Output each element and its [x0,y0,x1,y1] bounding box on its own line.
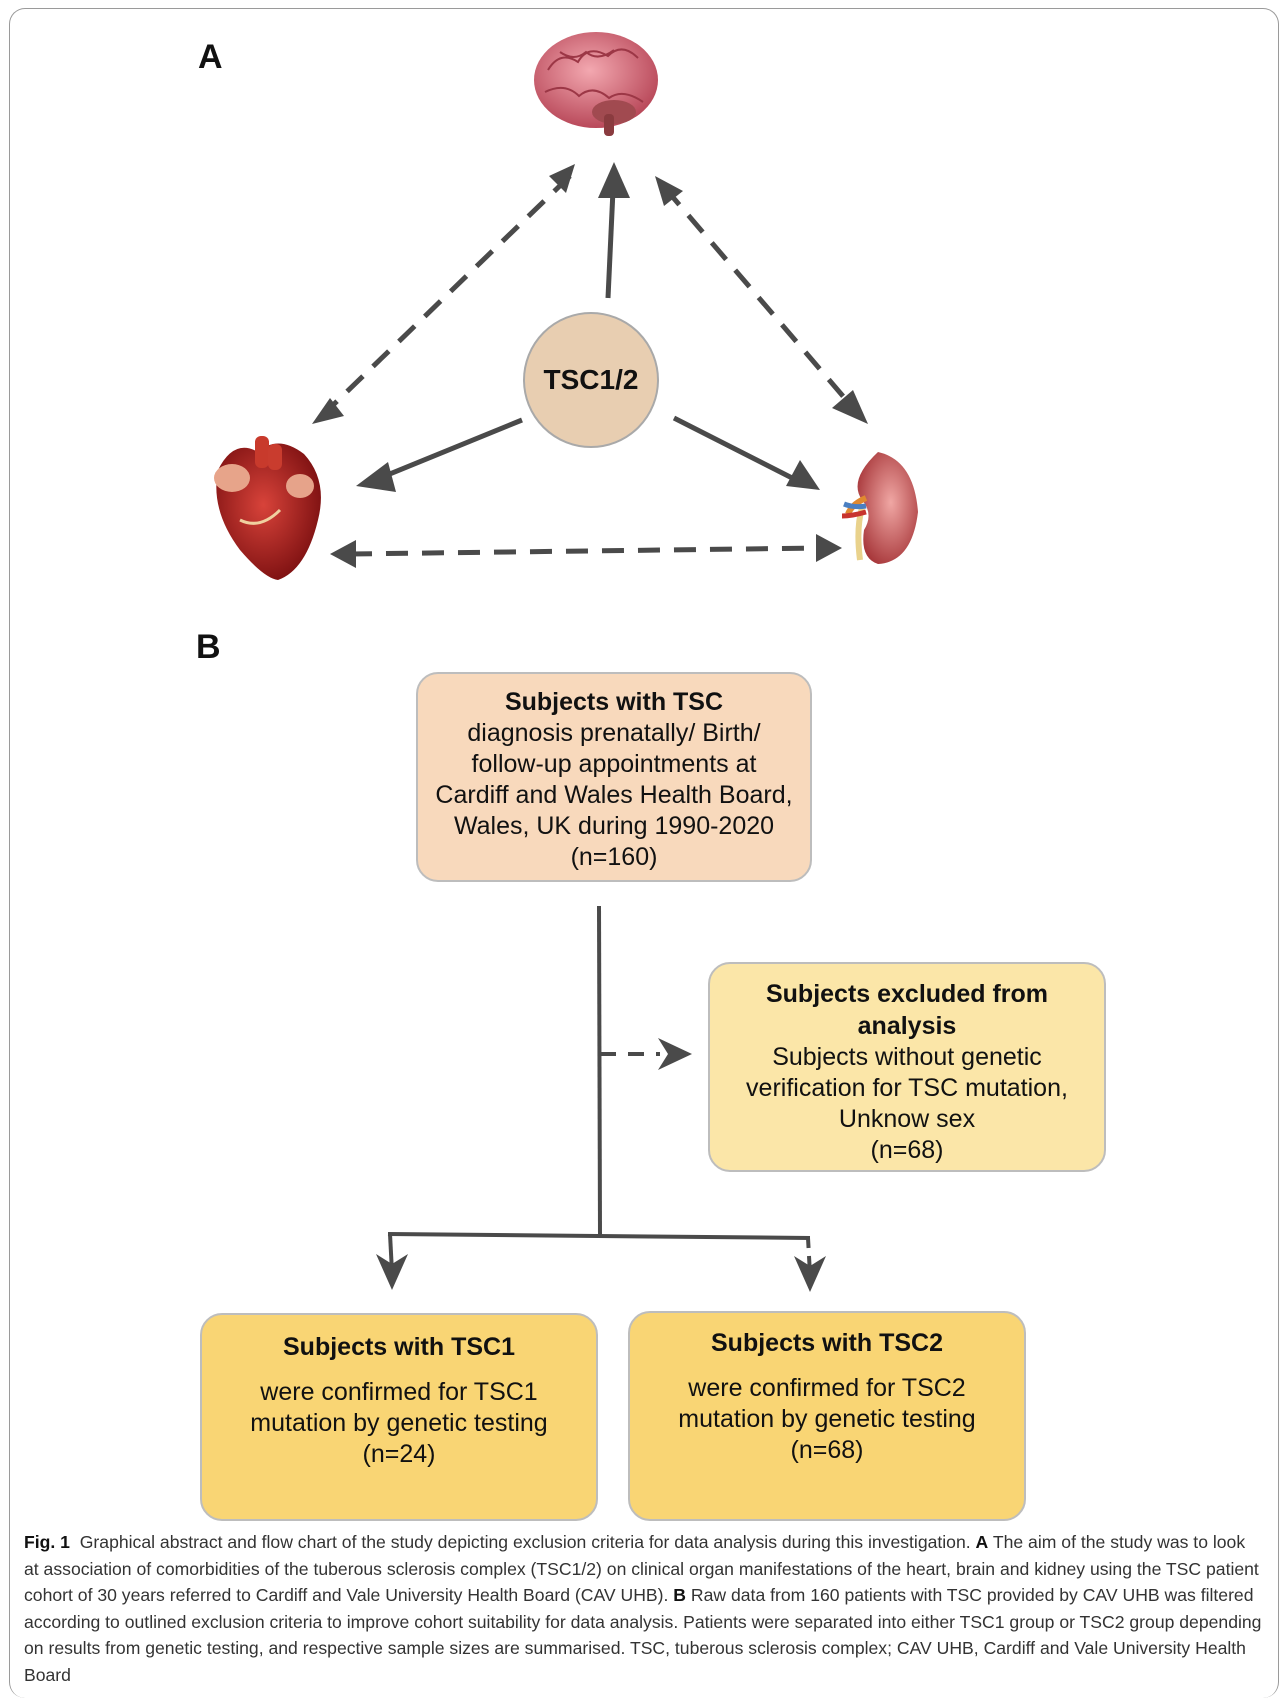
box-subjects-with-tsc: Subjects with TSC diagnosis prenatally/ … [416,672,812,882]
caption-label: Fig. 1 [24,1532,70,1552]
arrowhead-kidney-solid [786,460,820,490]
caption-text-a: The aim of the study was to look at asso… [24,1532,1259,1605]
arrowhead-tsc1 [376,1254,408,1290]
tsc-center-node: TSC1/2 [523,312,659,448]
arrowhead-heart-up [312,398,344,424]
box-line: (n=160) [570,843,658,871]
box-line: mutation by genetic testing [250,1409,548,1437]
arrowhead-heart-left [330,540,356,568]
heart-icon [214,436,321,580]
trunk-line [597,905,602,1237]
arrow-tsc-to-kidney [672,415,802,485]
box-line: Wales, UK during 1990-2020 [453,812,775,840]
box-title: Subjects excluded from [765,980,1049,1008]
split-line [387,1232,811,1240]
panel-a-label: A [198,38,223,76]
box-excluded: Subjects excluded from analysis Subjects… [708,962,1106,1172]
box-line: diagnosis prenatally/ Birth/ [467,719,761,747]
brain-icon [534,32,658,136]
arrowhead-kidney-up [832,390,868,424]
arrowhead-tsc2 [794,1256,826,1292]
figure-caption: Fig. 1 Graphical abstract and flow chart… [24,1529,1264,1688]
caption-text-b: Raw data from 160 patients with TSC prov… [24,1585,1262,1685]
right-branch-line [806,1237,812,1275]
box-line: mutation by genetic testing [678,1405,976,1433]
figure-frame [9,8,1279,1698]
arrow-heart-kidney [349,545,821,557]
box-line: follow-up appointments at [471,750,757,778]
caption-label-a: A [975,1532,989,1552]
arrowhead-brain-solid [598,162,630,198]
arrowhead-exclusion [658,1038,692,1070]
box-line: verification for TSC mutation, [746,1074,1068,1102]
box-line: (n=24) [362,1440,436,1468]
box-title: Subjects with TSC1 [283,1333,515,1361]
arrow-brain-kidney [663,186,850,404]
box-line: Unknow sex [838,1105,976,1133]
box-title: Subjects with TSC2 [711,1329,943,1357]
arrowhead-kidney-right [816,534,842,562]
arrow-tsc-to-heart [374,417,523,483]
box-line: Subjects without genetic [772,1043,1042,1071]
box-title: Subjects with TSC [504,688,724,716]
arrowhead-brain-left [549,164,575,193]
arrowhead-brain-right [655,176,683,206]
box-line: were confirmed for TSC2 [688,1374,966,1402]
caption-label-b: B [673,1585,687,1605]
box-line: (n=68) [870,1136,944,1164]
box-line: Cardiff and Wales Health Board, [435,781,793,809]
caption-text: Graphical abstract and flow chart of the… [79,1532,971,1552]
panel-b-label: B [196,628,221,666]
box-line: (n=68) [790,1436,864,1464]
box-line: were confirmed for TSC1 [260,1378,538,1406]
kidney-icon [841,452,918,564]
box-tsc1: Subjects with TSC1 were confirmed for TS… [200,1313,598,1521]
box-tsc2: Subjects with TSC2 were confirmed for TS… [628,1311,1026,1521]
box-title: analysis [857,1012,957,1040]
arrowhead-heart-solid [356,462,396,492]
arrow-tsc-to-brain [605,189,616,299]
arrow-brain-heart [328,174,572,410]
